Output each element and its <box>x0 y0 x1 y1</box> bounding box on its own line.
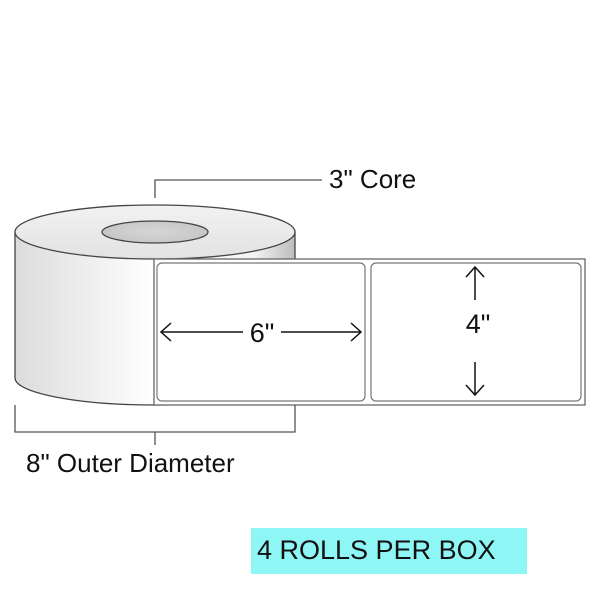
rolls-per-box-badge: 4 ROLLS PER BOX <box>251 528 527 574</box>
width-dimension <box>159 322 363 342</box>
core-leader-line <box>154 179 322 198</box>
label-1 <box>156 262 366 402</box>
outer-diameter-label: 8" Outer Diameter <box>26 448 235 478</box>
height-dimension <box>465 265 485 397</box>
label-height-text: 4" <box>466 309 491 339</box>
outer-diameter-bracket <box>14 405 296 433</box>
label-2 <box>370 262 582 402</box>
down-arrow-icon <box>465 384 485 397</box>
right-arrow-icon <box>350 322 363 342</box>
rolls-per-box-text: 4 ROLLS PER BOX <box>257 535 496 565</box>
roll-core <box>101 220 209 244</box>
up-arrow-icon <box>465 265 485 278</box>
core-label: 3" Core <box>329 164 416 194</box>
left-arrow-icon <box>159 322 172 342</box>
label-width-text: 6" <box>250 318 275 348</box>
